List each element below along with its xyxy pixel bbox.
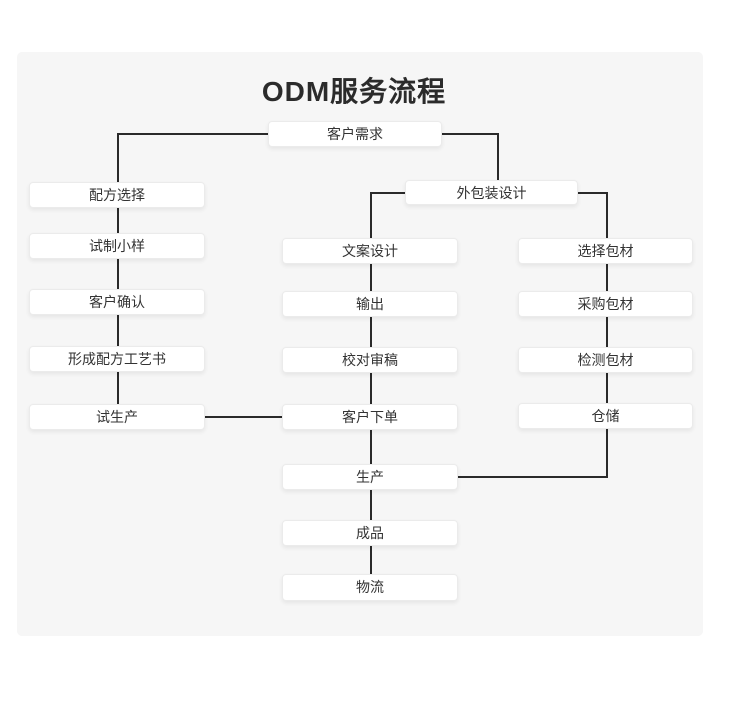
- connector-line: [117, 315, 119, 347]
- node-production: 生产: [282, 464, 458, 490]
- connector-line: [205, 416, 282, 418]
- node-customer-needs: 客户需求: [268, 121, 442, 147]
- connector-line: [117, 208, 119, 234]
- node-select-packaging: 选择包材: [518, 238, 693, 264]
- connector-line: [117, 133, 119, 183]
- connector-line: [578, 192, 608, 194]
- node-trial-sample: 试制小样: [29, 233, 205, 259]
- node-finished-product: 成品: [282, 520, 458, 546]
- connector-line: [497, 133, 499, 181]
- node-proofreading: 校对审稿: [282, 347, 458, 373]
- node-formula-process-book: 形成配方工艺书: [29, 346, 205, 372]
- connector-line: [606, 429, 608, 478]
- node-purchase-packaging: 采购包材: [518, 291, 693, 317]
- connector-line: [606, 264, 608, 292]
- node-copy-design: 文案设计: [282, 238, 458, 264]
- node-output: 输出: [282, 291, 458, 317]
- connector-line: [606, 317, 608, 348]
- node-trial-production: 试生产: [29, 404, 205, 430]
- connector-line: [370, 490, 372, 521]
- connector-line: [370, 373, 372, 405]
- page-title: ODM服务流程: [261, 76, 447, 107]
- node-test-packaging: 检测包材: [518, 347, 693, 373]
- connector-line: [370, 430, 372, 465]
- connector-line: [370, 192, 372, 239]
- connector-line: [606, 373, 608, 404]
- connector-line: [370, 264, 372, 292]
- connector-line: [606, 192, 608, 239]
- node-packaging-design: 外包装设计: [405, 180, 578, 205]
- connector-line: [370, 317, 372, 348]
- connector-line: [117, 259, 119, 290]
- connector-line: [370, 192, 405, 194]
- node-formula-selection: 配方选择: [29, 182, 205, 208]
- connector-line: [442, 133, 498, 135]
- node-customer-confirm: 客户确认: [29, 289, 205, 315]
- connector-line: [370, 546, 372, 575]
- node-warehousing: 仓储: [518, 403, 693, 429]
- connector-line: [117, 372, 119, 405]
- node-customer-order: 客户下单: [282, 404, 458, 430]
- connector-line: [458, 476, 608, 478]
- connector-line: [117, 133, 268, 135]
- node-logistics: 物流: [282, 574, 458, 601]
